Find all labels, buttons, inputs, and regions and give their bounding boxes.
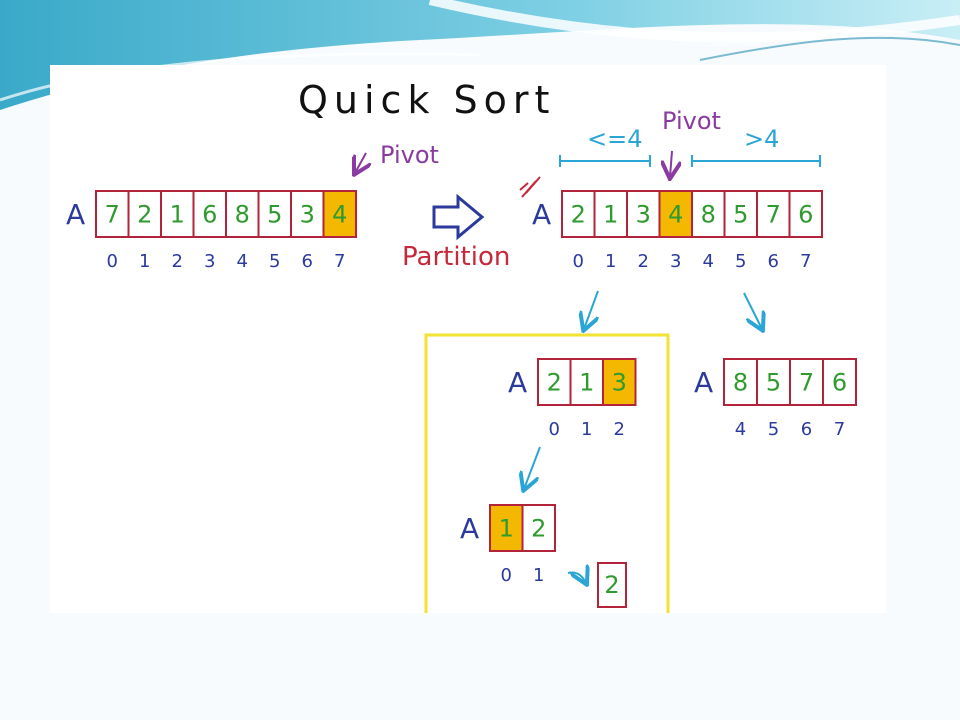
array-cell	[561, 190, 596, 238]
array-cell-value: 3	[300, 200, 315, 228]
range-bracket-left	[559, 155, 651, 167]
array-index: 1	[605, 251, 616, 272]
recursion-highlight-box	[424, 333, 670, 613]
pivot-arrow-original-icon	[355, 152, 366, 173]
array-cell	[257, 190, 292, 238]
array-cell	[192, 190, 227, 238]
array-cell-value: 1	[499, 514, 514, 542]
array-cell-value: 1	[579, 368, 594, 396]
array-cell-value: 5	[766, 368, 781, 396]
array-cell-value: 4	[668, 200, 683, 228]
array-index: 6	[302, 251, 313, 272]
check-mark-icon	[519, 176, 541, 198]
array-index: 2	[614, 419, 625, 440]
pivot-arrow-partitioned-icon	[670, 150, 672, 177]
array-cell-value: 8	[235, 200, 250, 228]
array-cell-pivot	[322, 190, 357, 238]
array-cell	[756, 190, 791, 238]
array-name: A	[508, 366, 527, 399]
array-cell	[788, 190, 823, 238]
array-cell-value: 2	[604, 571, 619, 599]
array-cell-value: 6	[798, 200, 813, 228]
recurse-arrow-icon	[524, 446, 541, 489]
array-cell	[290, 190, 325, 238]
array-cell-value: 8	[701, 200, 716, 228]
array-index: 7	[800, 251, 811, 272]
array-cell-value: 3	[636, 200, 651, 228]
array-index: 5	[735, 251, 746, 272]
array-index: 0	[501, 565, 512, 586]
array-cell	[521, 504, 556, 552]
array-index: 4	[237, 251, 248, 272]
pivot-label-original: Pivot	[380, 141, 439, 169]
array-cell-value: 2	[137, 200, 152, 228]
range-bracket-right	[691, 155, 821, 167]
array-cell	[95, 190, 130, 238]
array-cell-value: 7	[105, 200, 120, 228]
array-index: 1	[581, 419, 592, 440]
array-cell-value: 2	[531, 514, 546, 542]
array-index: 5	[269, 251, 280, 272]
array-index: 2	[172, 251, 183, 272]
partition-label: Partition	[402, 242, 510, 272]
array-cell-value: 7	[799, 368, 814, 396]
array-index: 3	[204, 251, 215, 272]
array-cell-value: 4	[332, 200, 347, 228]
array-cell-value: 6	[832, 368, 847, 396]
array-cell	[597, 562, 627, 608]
array-index: 7	[334, 251, 345, 272]
partition-arrow-icon	[432, 193, 485, 241]
array-cell	[537, 358, 572, 406]
array-cell-value: 1	[170, 200, 185, 228]
pivot-label-partitioned: Pivot	[662, 107, 721, 135]
array-cell-value: 6	[202, 200, 217, 228]
array-index: 4	[735, 419, 746, 440]
array-cell-value: 3	[612, 368, 627, 396]
array-index: 5	[768, 419, 779, 440]
array-index: 4	[703, 251, 714, 272]
small-arrow-icon	[567, 572, 586, 583]
array-cell-pivot	[602, 358, 637, 406]
array-cell-value: 8	[733, 368, 748, 396]
array-cell-value: 5	[267, 200, 282, 228]
array-name: A	[532, 198, 551, 231]
array-cell	[626, 190, 661, 238]
array-cell-value: 1	[603, 200, 618, 228]
array-cell	[691, 190, 726, 238]
array-name: A	[694, 366, 713, 399]
array-cell-pivot	[658, 190, 693, 238]
array-cell-value: 2	[571, 200, 586, 228]
less-equal-label: <=4	[587, 125, 643, 153]
array-cell	[160, 190, 195, 238]
array-index: 7	[834, 419, 845, 440]
array-single: 2	[597, 562, 627, 608]
split-arrow-right-icon	[743, 292, 762, 329]
array-index: 0	[573, 251, 584, 272]
array-index: 1	[533, 565, 544, 586]
array-name: A	[66, 198, 85, 231]
diagram-title: Quick Sort	[298, 78, 555, 122]
array-index: 0	[549, 419, 560, 440]
array-name: A	[460, 512, 479, 545]
array-index: 6	[801, 419, 812, 440]
array-index: 2	[638, 251, 649, 272]
array-index: 3	[670, 251, 681, 272]
greater-label: >4	[744, 125, 779, 153]
array-cell-value: 5	[733, 200, 748, 228]
array-cell	[789, 358, 824, 406]
array-index: 6	[768, 251, 779, 272]
array-cell	[822, 358, 857, 406]
array-cell-value: 7	[766, 200, 781, 228]
split-arrow-left-icon	[584, 290, 599, 329]
array-index: 1	[139, 251, 150, 272]
array-index: 0	[107, 251, 118, 272]
array-cell-value: 2	[547, 368, 562, 396]
